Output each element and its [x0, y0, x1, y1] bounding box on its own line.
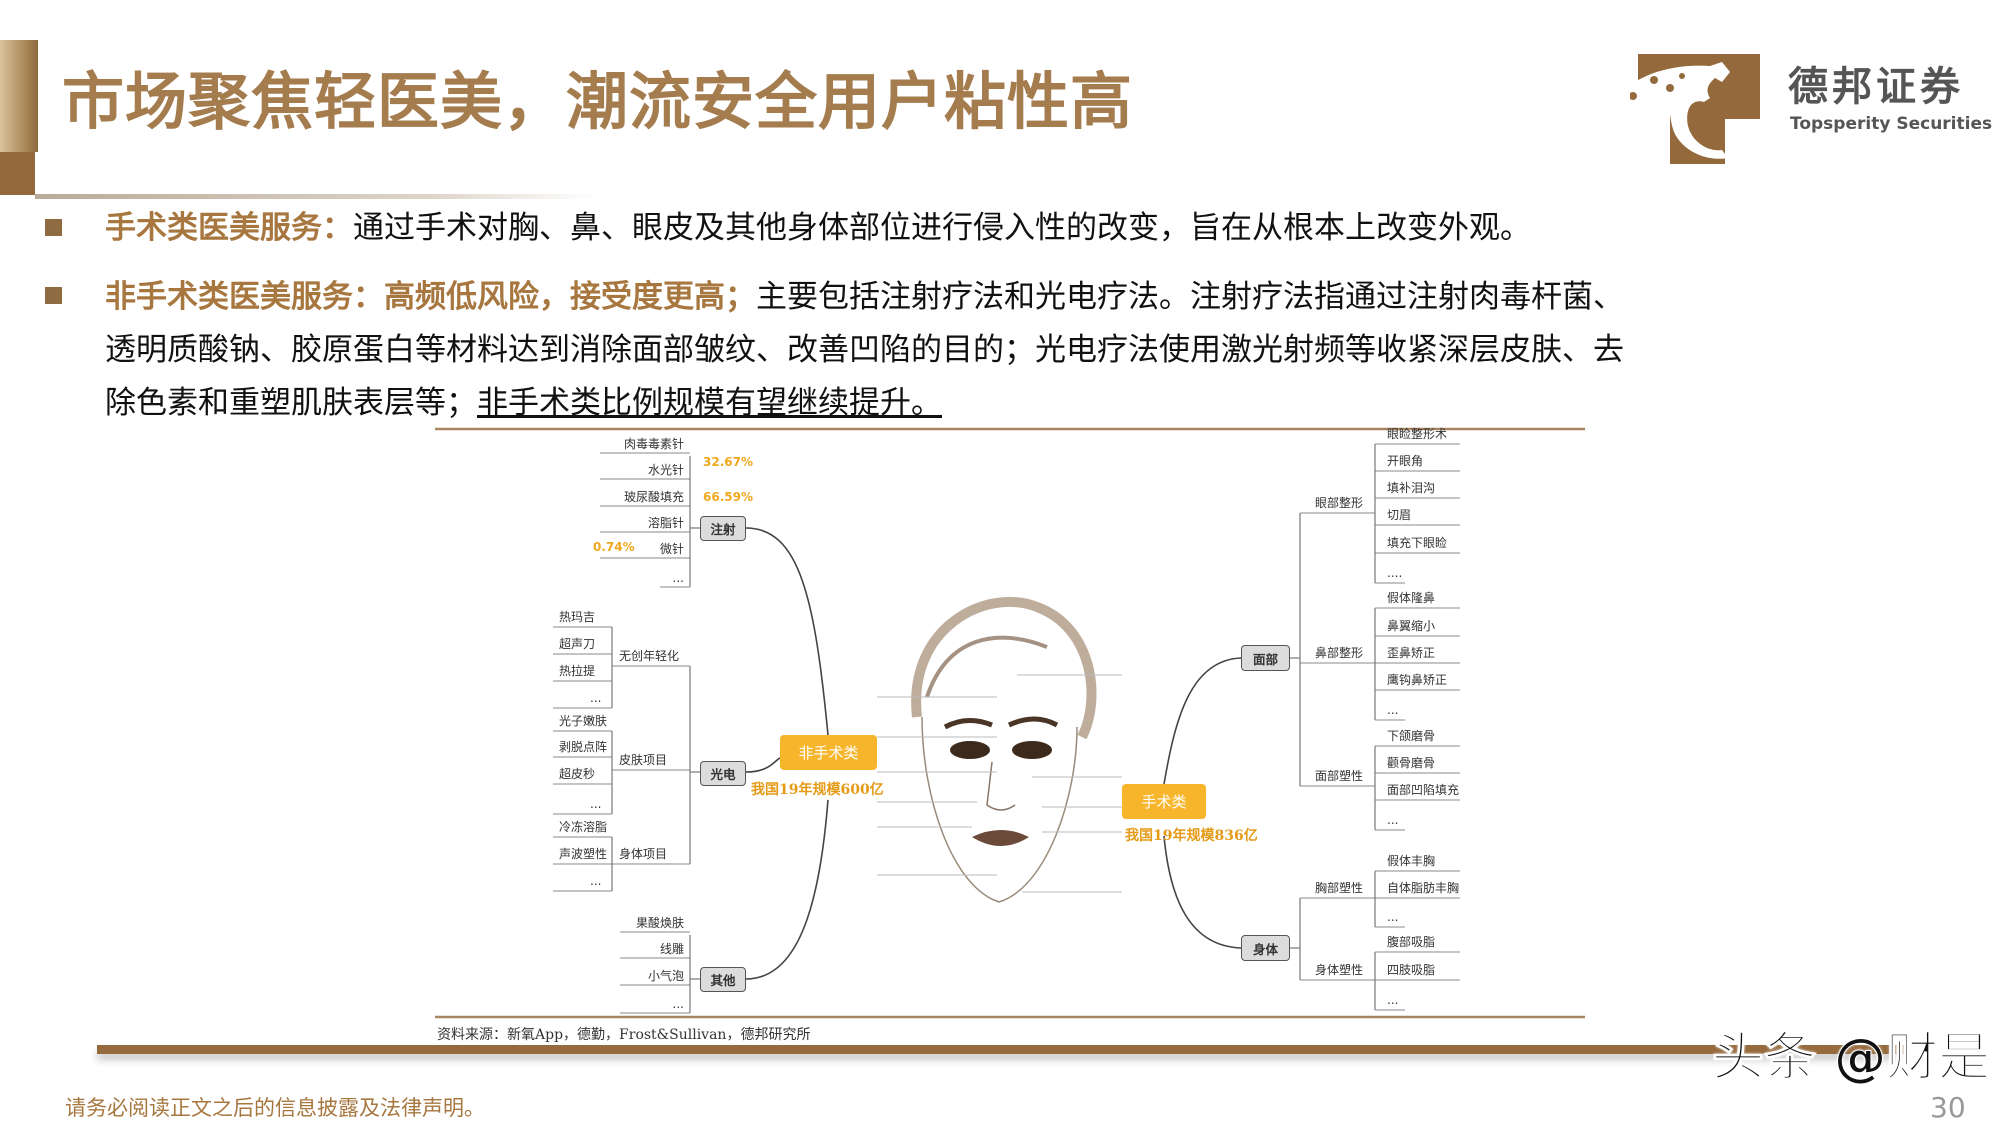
- bullet-highlight: 非手术类医美服务：高频低风险，接受度更高；: [105, 279, 756, 315]
- mindmap-leaf: 颧骨磨骨: [1387, 756, 1436, 770]
- mindmap-leaf: 自体脂肪丰胸: [1387, 881, 1460, 895]
- mindmap-subgroup: 面部塑性: [1315, 769, 1364, 783]
- bullet-text: 通过手术对胸、鼻、眼皮及其他身体部位进行侵入性的改变，旨在从根本上改变外观。: [353, 210, 1531, 246]
- share-percent: 0.74%: [593, 540, 635, 554]
- bullet-text-line: 透明质酸钠、胶原蛋白等材料达到消除面部皱纹、改善凹陷的目的；光电疗法使用激光射频…: [105, 332, 1624, 368]
- mindmap-leaf: ...: [1387, 910, 1399, 924]
- mindmap-leaf: 填充下眼睑: [1387, 536, 1448, 550]
- mindmap-subgroup: 无创年轻化: [619, 649, 680, 663]
- mindmap-subgroup: 皮肤项目: [619, 753, 668, 767]
- node-surgical: 手术类: [1122, 784, 1206, 819]
- mindmap-leaf: 眼睑整形术: [1387, 427, 1448, 441]
- non-surgical-market-size: 我国19年规模600亿: [751, 782, 884, 798]
- mindmap-leaf: 假体隆鼻: [1387, 591, 1436, 605]
- mindmap-leaf: 溶脂针: [647, 516, 684, 530]
- mindmap-leaf: ...: [1387, 703, 1399, 717]
- logo-english-name: Topsperity Securities: [1790, 114, 1993, 134]
- mindmap-leaf: ...: [590, 874, 602, 888]
- logo-chinese-name: 德邦证券: [1788, 64, 1964, 110]
- mindmap-leaf: ...: [590, 691, 602, 705]
- node-other: 其他: [700, 967, 746, 992]
- face-illustration: [877, 597, 1122, 903]
- branch-curve: [745, 799, 829, 980]
- mindmap-leaf: ...: [672, 571, 684, 585]
- mindmap-leaf: 光子嫩肤: [559, 714, 608, 728]
- mindmap-subgroup: 眼部整形: [1315, 496, 1364, 510]
- bullet-text-line: 除色素和重塑肌肤表层等；非手术类比例规模有望继续提升。: [105, 383, 942, 423]
- bullet-text: 主要包括注射疗法和光电疗法。注射疗法指通过注射肉毒杆菌、: [756, 279, 1624, 315]
- mindmap-leaf: 热玛吉: [559, 610, 596, 624]
- mindmap-leaf: 腹部吸脂: [1387, 935, 1436, 949]
- leopard-logo-icon: [1630, 54, 1760, 164]
- mindmap-leaf: 微针: [659, 542, 684, 556]
- mindmap-leaf: 切眉: [1387, 508, 1412, 522]
- mindmap-leaf: 超皮秒: [559, 767, 596, 781]
- title-accent-block: [0, 152, 35, 195]
- branch-curve: [745, 757, 781, 773]
- mindmap-leaf: 鹰钩鼻矫正: [1387, 673, 1448, 687]
- share-percent: 66.59%: [703, 490, 753, 504]
- mindmap-leaf: 面部凹陷填充: [1387, 783, 1460, 797]
- mindmap-leaf: 果酸焕肤: [635, 916, 684, 930]
- title-divider: [35, 194, 595, 199]
- mindmap-leaf: ....: [1387, 566, 1403, 580]
- mindmap-leaf: ...: [1387, 993, 1399, 1007]
- mindmap-leaf: 小气泡: [647, 969, 684, 983]
- mindmap-leaf: 假体丰胸: [1387, 854, 1436, 868]
- mindmap-leaf: 热拉提: [559, 664, 596, 678]
- mindmap-subgroup: 身体项目: [619, 847, 668, 861]
- title-accent-bar: [0, 40, 38, 152]
- surgical-market-size: 我国19年规模836亿: [1125, 828, 1258, 844]
- share-percent: 32.67%: [703, 455, 753, 469]
- page-number: 30: [1930, 1091, 1966, 1124]
- mindmap-leaf: 填补泪沟: [1387, 481, 1436, 495]
- bullet-highlight: 手术类医美服务：: [105, 210, 353, 246]
- mindmap-leaf: 下颌磨骨: [1387, 729, 1436, 743]
- branch-curve: [1163, 657, 1242, 785]
- page-title: 市场聚焦轻医美，潮流安全用户粘性高: [62, 65, 1134, 138]
- mindmap-leaf: 超声刀: [559, 637, 596, 651]
- footer-divider: [97, 1045, 1905, 1054]
- bullet-marker: [45, 287, 62, 304]
- mindmap-leaf: 剥脱点阵: [559, 740, 608, 754]
- mindmap-subgroup: 胸部塑性: [1315, 881, 1364, 895]
- mindmap-leaf: ...: [590, 797, 602, 811]
- watermark: 头条 @财是: [1711, 1028, 1991, 1088]
- mindmap-leaf: 水光针: [647, 463, 684, 477]
- mindmap-leaf: 线雕: [659, 942, 684, 956]
- disclaimer-text: 请务必阅读正文之后的信息披露及法律声明。: [65, 1096, 485, 1120]
- bullet-surgical: 手术类医美服务：通过手术对胸、鼻、眼皮及其他身体部位进行侵入性的改变，旨在从根本…: [105, 208, 1531, 248]
- mindmap-leaf: 鼻翼缩小: [1387, 619, 1436, 633]
- mindmap-leaf: 开眼角: [1387, 454, 1424, 468]
- mindmap-subgroup: 身体塑性: [1315, 963, 1364, 977]
- mindmap-leaf: 玻尿酸填充: [623, 490, 684, 504]
- node-body: 身体: [1241, 935, 1290, 961]
- mindmap-leaf: ...: [672, 997, 684, 1011]
- node-photoelectric: 光电: [700, 761, 746, 786]
- bullet-text: 除色素和重塑肌肤表层等；: [105, 385, 477, 421]
- mindmap-leaf: 声波塑性: [559, 847, 608, 861]
- mindmap-leaf: 四肢吸脂: [1387, 963, 1436, 977]
- branch-curve: [745, 527, 829, 736]
- bullet-marker: [45, 219, 62, 236]
- bullet-non-surgical: 非手术类医美服务：高频低风险，接受度更高；主要包括注射疗法和光电疗法。注射疗法指…: [105, 277, 1624, 317]
- node-face: 面部: [1241, 645, 1290, 671]
- branch-curve: [1163, 835, 1242, 949]
- mindmap-leaf: 歪鼻矫正: [1387, 646, 1436, 660]
- mindmap-leaf: 冷冻溶脂: [559, 820, 608, 834]
- node-injection: 注射: [700, 516, 746, 541]
- node-non-surgical: 非手术类: [780, 735, 877, 770]
- mindmap-subgroup: 鼻部整形: [1315, 646, 1364, 660]
- mindmap-leaf: 肉毒毒素针: [623, 437, 684, 451]
- source-note: 资料来源：新氧App，德勤，Frost&Sullivan，德邦研究所: [437, 1027, 811, 1043]
- bullet-underlined-conclusion: 非手术类比例规模有望继续提升。: [477, 385, 942, 421]
- mindmap-leaf: ...: [1387, 813, 1399, 827]
